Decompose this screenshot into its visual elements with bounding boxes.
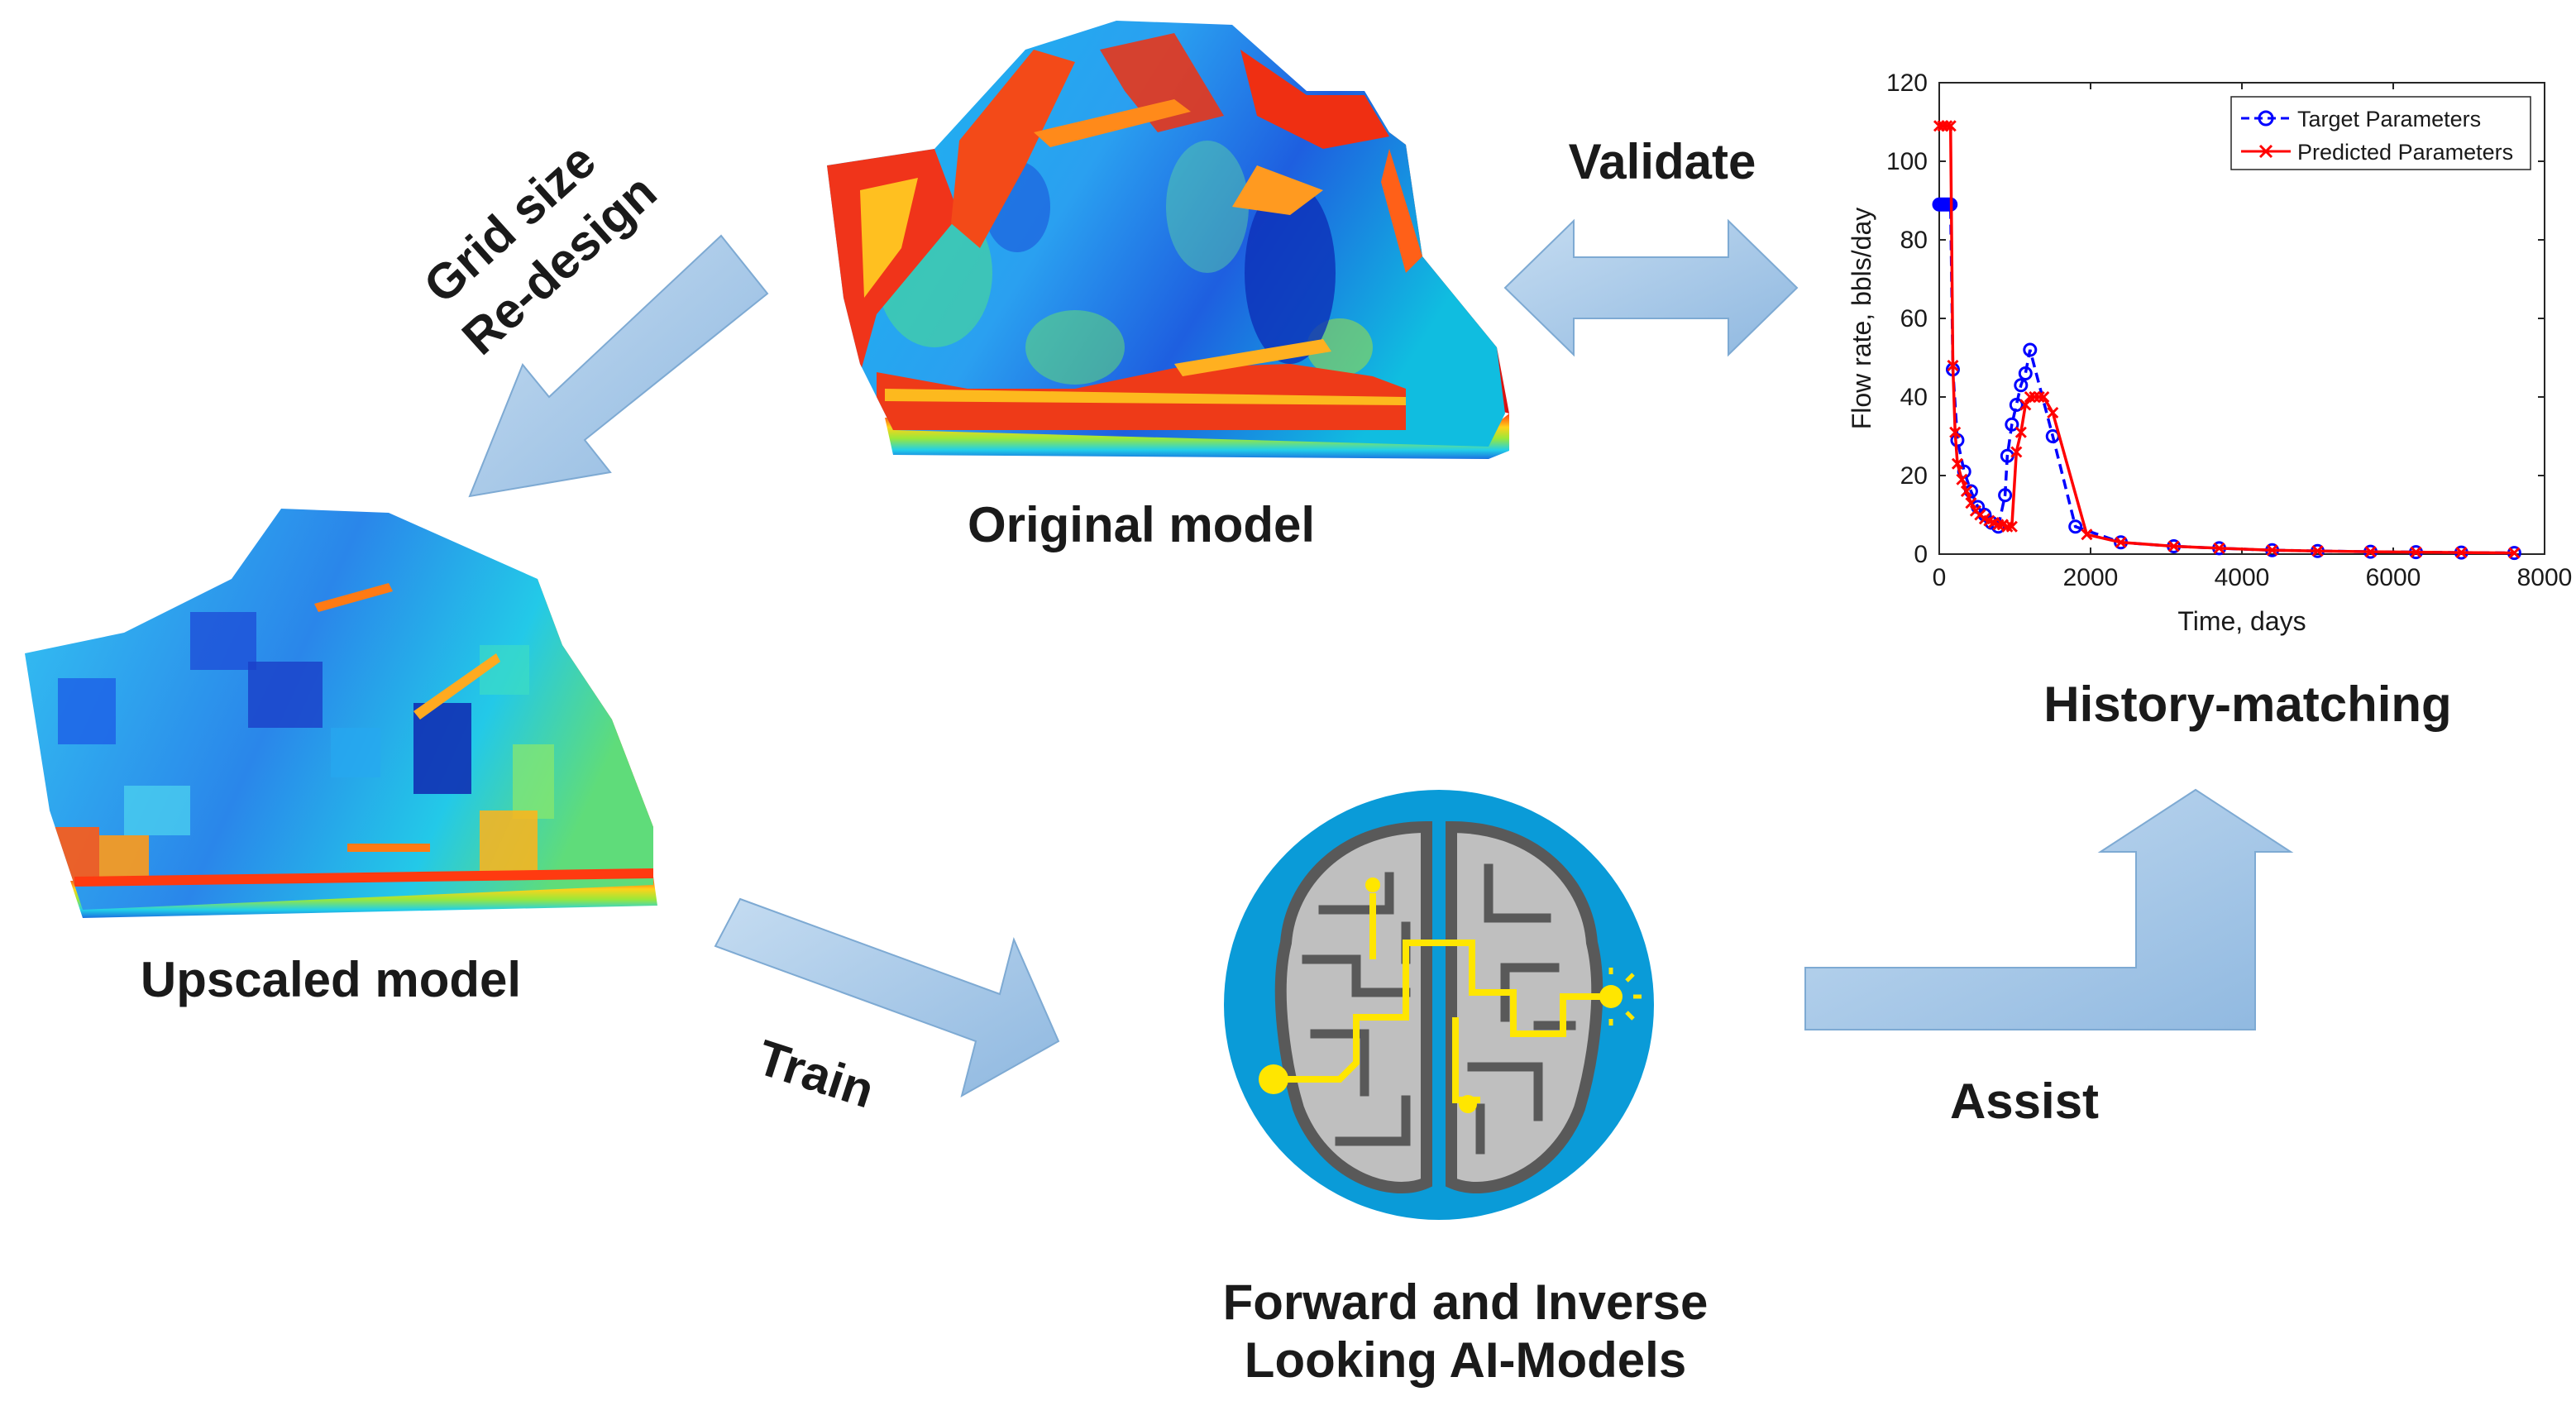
series-1-point (1941, 120, 1953, 132)
series-1-point (1951, 457, 1964, 470)
brain-circuit-icon (1224, 790, 1654, 1220)
series-1-point (2213, 542, 2225, 554)
y-tick-label: 60 (1900, 305, 1928, 332)
assist-label: Assist (1950, 1073, 2099, 1129)
chart-xlabel: Time, days (2177, 606, 2306, 636)
series-1-point (2047, 406, 2059, 419)
history-matching-label: History-matching (2043, 677, 2451, 732)
series-1-point (2115, 536, 2127, 548)
series-1-point (2508, 547, 2521, 559)
series-1-point (2019, 399, 2032, 411)
series-1-point (1944, 120, 1957, 132)
x-tick-label: 2000 (2063, 564, 2119, 591)
series-0-point (1998, 488, 2013, 503)
legend-label-target: Target Parameters (2297, 107, 2481, 131)
y-tick-label: 100 (1886, 148, 1928, 175)
y-tick-label: 0 (1914, 541, 1928, 568)
validate-label: Validate (1569, 134, 1756, 189)
series-1-point (2010, 446, 2023, 458)
x-tick-label: 6000 (2366, 564, 2421, 591)
series-0-point (2005, 417, 2019, 432)
x-tick-label: 8000 (2517, 564, 2573, 591)
chart-legend: Target Parameters Predicted Parameters (2230, 96, 2531, 170)
y-tick-label: 20 (1900, 462, 1928, 490)
ai-models-label-line1: Forward and Inverse (1223, 1274, 1709, 1330)
series-1-point (1992, 519, 2005, 531)
series-1-point (2266, 544, 2278, 557)
series-0-point (2023, 342, 2038, 357)
train-label: Train (751, 1029, 881, 1118)
y-tick-label: 80 (1900, 227, 1928, 254)
series-1-point (1965, 497, 1977, 509)
series-1-point (2033, 390, 2045, 404)
original-model-image (827, 21, 1509, 459)
series-1-point (2024, 390, 2036, 404)
series-1-point (1960, 485, 1973, 498)
series-1-point (2014, 426, 2027, 438)
series-1-point (2311, 545, 2324, 557)
chart-series (1932, 120, 2521, 561)
y-tick-label: 40 (1900, 384, 1928, 411)
series-0-point (2068, 519, 2083, 534)
legend-label-predicted: Predicted Parameters (2297, 140, 2513, 165)
series-1-point (2005, 520, 2018, 533)
arrow-validate (1503, 218, 1799, 357)
legend-marker-target (2258, 110, 2274, 127)
series-1-point (2081, 528, 2093, 541)
chart-ticks: 0 2000 4000 6000 8000 0 20 40 60 80 100 120 (1886, 69, 2572, 591)
series-1-point (1956, 473, 1968, 485)
ai-models-label-line2: Looking AI-Models (1245, 1332, 1686, 1388)
arrow-train (714, 897, 1060, 1098)
upscaled-model-image (25, 509, 657, 918)
series-0-point (2014, 378, 2029, 393)
series-0-point (2009, 398, 2024, 412)
series-1-point (2364, 546, 2377, 558)
arrow-redesign (468, 234, 769, 498)
series-1-point (1947, 359, 1959, 372)
chart-ylabel: Flow rate, bbls/day (1847, 208, 1876, 430)
original-model-label: Original model (968, 497, 1315, 552)
flow-rate-chart: 0 2000 4000 6000 8000 0 20 40 60 80 100 120 Time, d… (1847, 69, 2572, 636)
series-1-point (2038, 390, 2050, 404)
legend-marker-predicted (2258, 144, 2273, 159)
upscaled-model-label: Upscaled model (141, 952, 521, 1007)
y-tick-label: 120 (1886, 69, 1928, 97)
series-1-point (2455, 547, 2468, 559)
series-1-point (2167, 540, 2180, 552)
x-tick-label: 0 (1933, 564, 1947, 591)
series-1-point (1949, 426, 1962, 438)
x-tick-label: 4000 (2215, 564, 2270, 591)
series-1-point (2029, 390, 2041, 404)
series-1-point (2410, 546, 2422, 558)
chart-legend-box (2230, 96, 2531, 170)
series-0-point (2018, 366, 2033, 380)
arrow-assist (1804, 788, 2294, 1030)
series-1-point (2001, 520, 2014, 533)
